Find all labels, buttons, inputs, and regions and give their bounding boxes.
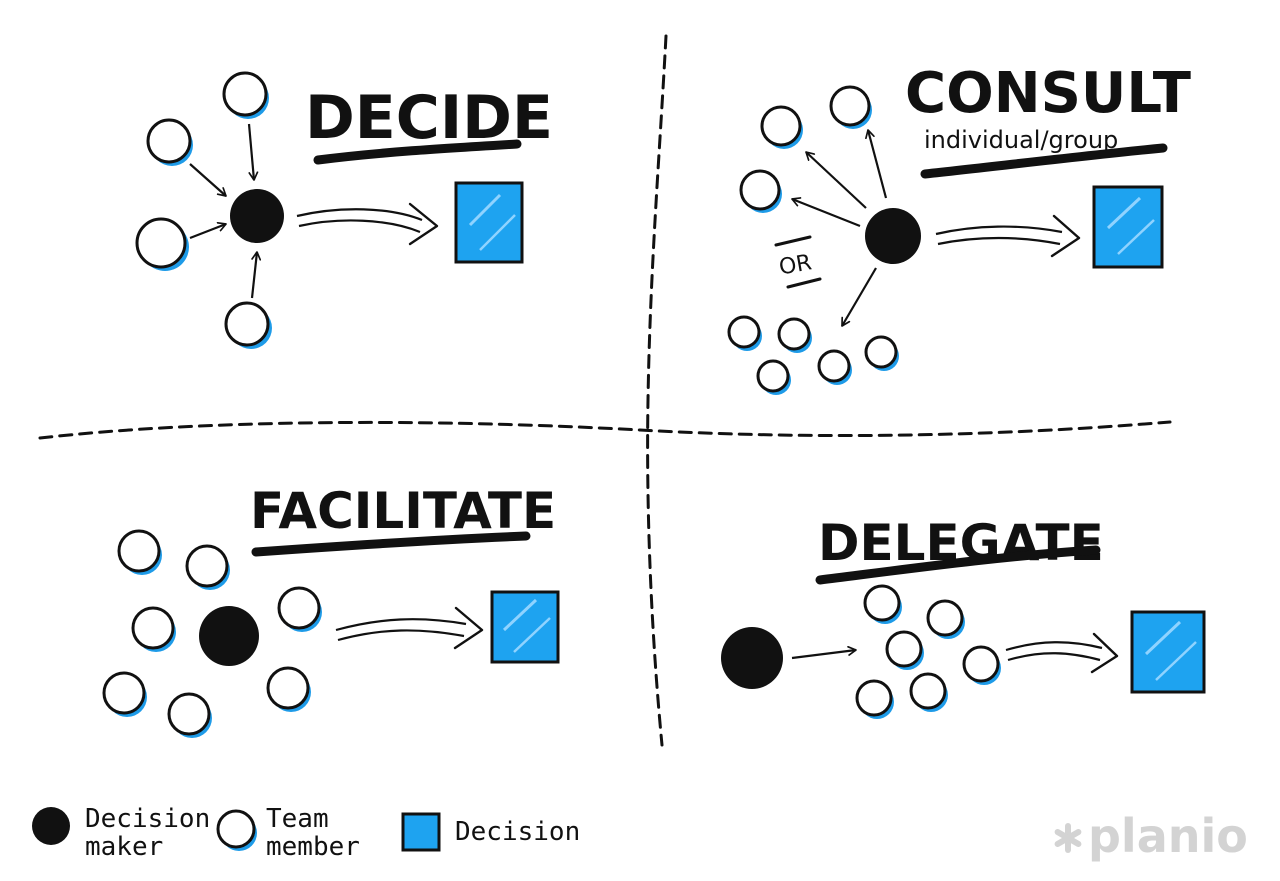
legend-team-member-circle [216,809,256,849]
team-member [224,301,272,349]
legend-team-member: Team member [216,804,360,862]
consult-arrow [865,129,888,199]
team-member [926,599,965,639]
planio-logo: planio [1054,809,1248,863]
decision-square [454,181,524,264]
quadrant-consult: CONSULT individual/group OR [727,61,1191,395]
quadrant-facilitate: FACILITATE [102,482,560,738]
input-arrow [247,123,259,181]
consult-title: CONSULT [905,61,1191,126]
team-member [222,71,269,119]
consult-arrow [841,267,877,327]
or-label: OR [774,235,822,289]
decision-maker-dot [721,627,783,689]
team-member [185,544,230,590]
team-member [756,359,791,395]
team-member [829,85,872,129]
legend-decision-maker-line1: Decision [85,804,210,834]
team-member [102,671,147,717]
planio-logo-text: planio [1088,809,1248,863]
decision-square [1130,610,1206,694]
legend-decision-label: Decision [455,817,580,847]
team-member [727,315,762,351]
team-member [817,349,852,385]
quadrant-delegate: DELEGATE [721,514,1206,719]
legend-team-member-line2: member [266,832,360,862]
team-member [962,645,1001,685]
team-member [760,105,803,149]
facilitate-title: FACILITATE [250,482,556,540]
delegate-title-underline [815,545,1101,585]
team-member [864,335,899,371]
outcome-arrow [296,202,439,246]
quadrant-decide: DECIDE [135,71,553,349]
quadrant-dividers [38,34,1172,747]
team-member [739,169,782,213]
decide-title-underline [313,139,522,165]
vertical-divider [646,34,668,747]
legend-decision-maker-line2: maker [85,832,163,862]
legend-decision: Decision [401,812,580,852]
team-member [855,679,894,719]
team-member [167,692,212,738]
input-arrow [250,251,262,299]
team-member [131,606,176,652]
consult-title-underline [920,143,1168,179]
delegate-arrow [791,645,857,660]
team-member [135,217,189,271]
team-member [885,630,924,670]
team-member [863,584,902,624]
legend-decision-square [401,812,441,852]
decision-maker-dot [199,606,259,666]
team-member [277,586,322,632]
outcome-arrow [1005,632,1119,674]
decision-maker-dot [865,208,921,264]
legend-decision-maker: Decision maker [32,804,210,862]
consult-subtitle: individual/group [924,126,1118,154]
input-arrow [189,222,227,240]
team-member [266,666,311,712]
outcome-arrow [935,214,1081,258]
team-member [777,317,812,353]
team-member [117,529,162,575]
asterisk-icon [1054,823,1082,853]
consult-arrow [791,197,861,228]
facilitate-title-underline [251,531,531,557]
svg-text:OR: OR [777,250,813,280]
team-member [909,672,948,712]
horizontal-divider [38,420,1172,440]
outcome-arrow [335,606,484,650]
legend-team-member-line1: Team [266,804,329,834]
input-arrow [189,163,227,197]
decision-square [1092,185,1164,269]
legend-decision-maker-dot [32,807,70,845]
legend: Decision maker Team member Decision [32,804,580,862]
consult-arrow [805,151,867,209]
team-member [146,118,193,166]
decision-maker-dot [230,189,284,243]
decision-square [490,590,560,664]
